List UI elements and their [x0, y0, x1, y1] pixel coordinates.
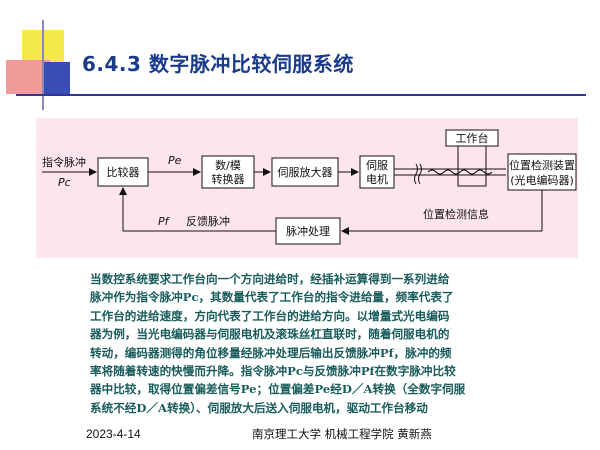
footer-date: 2023-4-14 — [86, 427, 141, 441]
title-underline — [16, 94, 586, 96]
input-label: 指令脉冲 — [42, 155, 86, 169]
input-symbol: Pc — [58, 176, 71, 189]
paragraph-line: 器中比较，取得位置偏差信号Pe；位置偏差Pe经D／A转换（全数字伺服 — [90, 382, 466, 397]
encoder-line1: 位置检测装置 — [509, 158, 575, 172]
paragraph-line: 脉冲作为指令脉冲Pc，其数量代表了工作台的指令进给量，频率代表了 — [90, 290, 454, 305]
pulse-proc-label: 脉冲处理 — [286, 224, 330, 238]
motor-box — [359, 155, 395, 189]
paragraph-line: 器为例，当光电编码器与伺服电机及滚珠丝杠直联时，随着伺服电机的 — [90, 327, 450, 342]
comparator-box — [97, 157, 149, 187]
servo-amp-label: 伺服放大器 — [278, 165, 333, 179]
pulse-proc-box — [275, 217, 341, 245]
servo-amp-box — [271, 157, 339, 187]
paragraph-line: 工作台的进给速度，方向代表了工作台的进给方向。以增量式光电编码 — [90, 308, 450, 323]
dac-box — [201, 155, 255, 189]
block-diagram: 指令脉冲 Pc 比较器 Pe 数/模 转换器 伺服放大器 伺服 电机 — [36, 118, 578, 258]
slide-title: 6.4.3 数字脉冲比较伺服系统 — [82, 52, 354, 76]
dac-line1: 数/模 — [215, 159, 241, 172]
motor-line2: 电机 — [366, 172, 388, 186]
footer-institution: 南京理工大学 机械工程学院 黄新燕 — [252, 427, 432, 441]
pf-symbol: Pf — [158, 215, 171, 228]
paragraph-line: 当数控系统要求工作台向一个方向进给时，经插补运算得到一系列进给 — [90, 272, 450, 286]
description-paragraph: 当数控系统要求工作台向一个方向进给时，经插补运算得到一系列进给 脉冲作为指令脉冲… — [90, 270, 580, 417]
position-info-label: 位置检测信息 — [423, 207, 489, 221]
paragraph-line: 率将随着转速的快慢而升降。指令脉冲Pc与反馈脉冲Pf在数字脉冲比较 — [90, 364, 456, 379]
feedback-label: 反馈脉冲 — [186, 214, 230, 228]
ballscrew-thread — [427, 169, 493, 175]
dac-line2: 转换器 — [212, 172, 245, 186]
coupling-break — [414, 163, 418, 185]
decor-blue-block — [44, 62, 70, 96]
paragraph-line: 转动，编码器测得的角位移量经脉冲处理后输出反馈脉冲Pf，脉冲的频 — [90, 345, 452, 360]
decor-vertical-line — [42, 20, 44, 110]
comparator-label: 比较器 — [107, 165, 140, 179]
worktable-nut — [457, 145, 487, 187]
diagram-svg: 指令脉冲 Pc 比较器 Pe 数/模 转换器 伺服放大器 伺服 电机 — [42, 129, 577, 245]
motor-line1: 伺服 — [366, 159, 388, 172]
encoder-line2: (光电编码器) — [510, 173, 574, 187]
worktable-label: 工作台 — [456, 131, 489, 145]
paragraph-line: 系统不经D／A转换）、伺服放大后送入伺服电机，驱动工作台移动 — [90, 400, 428, 415]
pe-symbol: Pe — [168, 154, 182, 167]
